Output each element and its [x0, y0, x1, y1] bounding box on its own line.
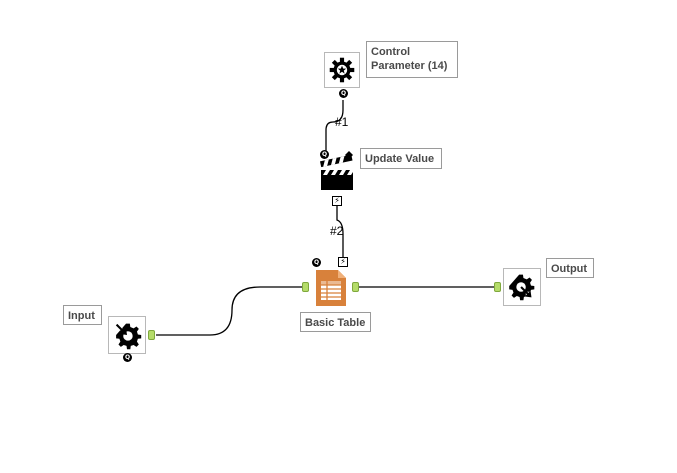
question-badge-icon: Q [312, 258, 321, 267]
basic-table-tool[interactable] [310, 268, 352, 308]
input-label[interactable]: Input [63, 305, 102, 325]
macro-output-icon [509, 274, 538, 304]
clapperboard-icon [319, 151, 353, 190]
bolt-icon: ⚡ [332, 196, 342, 206]
control-parameter-tool[interactable] [324, 52, 360, 88]
gear-icon [329, 57, 355, 83]
macro-output-tool[interactable] [503, 268, 541, 306]
macro-input-output-anchor[interactable] [148, 330, 155, 340]
connection-label-2: #2 [330, 224, 344, 238]
question-badge-icon: Q [123, 353, 132, 362]
connection-control-to-update[interactable] [325, 100, 344, 152]
question-badge-icon: Q [320, 150, 329, 159]
table-icon [316, 270, 346, 306]
macro-input-tool[interactable] [108, 316, 146, 354]
macro-output-input-anchor[interactable] [494, 282, 501, 292]
basic-table-output-anchor[interactable] [352, 282, 359, 292]
update-value-label[interactable]: Update Value [360, 148, 442, 169]
connection-input-to-table[interactable] [156, 286, 303, 336]
connection-update-to-table[interactable] [336, 205, 344, 258]
basic-table-input-anchor[interactable] [302, 282, 309, 292]
output-label[interactable]: Output [546, 258, 594, 278]
question-badge-icon: Q [339, 89, 348, 98]
connection-label-1: #1 [335, 115, 349, 129]
bolt-icon: ⚡ [338, 257, 348, 267]
basic-table-label[interactable]: Basic Table [300, 312, 371, 332]
update-value-tool[interactable] [318, 150, 358, 192]
control-parameter-label[interactable]: Control Parameter (14) [366, 41, 458, 78]
macro-input-icon [112, 320, 142, 350]
